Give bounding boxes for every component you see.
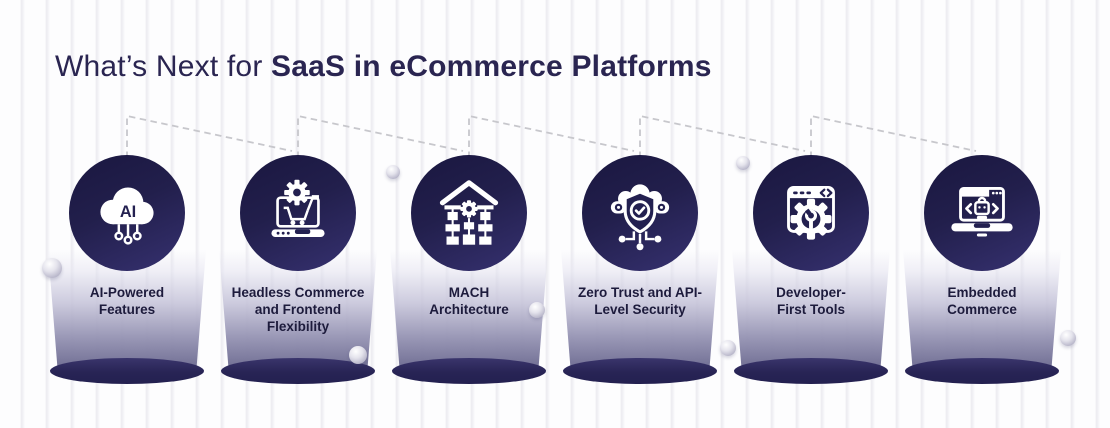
item-label-line: Developer-	[776, 285, 846, 300]
card-base-ellipse	[563, 358, 717, 384]
sphere-decoration	[386, 165, 400, 179]
card-base-ellipse	[50, 358, 204, 384]
item-label: Headless Commerce and Frontend Flexibili…	[219, 284, 377, 335]
mach-architecture-icon	[439, 180, 499, 245]
page-title: What’s Next for SaaS in eCommerce Platfo…	[55, 50, 712, 84]
embedded-commerce-icon	[951, 187, 1013, 237]
headless-commerce-icon	[271, 179, 325, 238]
icon-circle	[924, 155, 1040, 271]
item-label-line: Architecture	[429, 302, 509, 317]
item-column-mach-architecture: MACH Architecture	[390, 0, 548, 428]
sphere-decoration	[1060, 330, 1076, 346]
title-emphasis: SaaS in eCommerce Platforms	[271, 50, 712, 83]
item-label-line: Headless Commerce	[231, 285, 365, 300]
card-base-ellipse	[905, 358, 1059, 384]
item-label: MACH Architecture	[390, 284, 548, 318]
item-label-line: MACH	[448, 285, 490, 300]
title-prefix: What’s Next for	[55, 50, 272, 83]
item-label-line: Zero Trust and API-	[577, 285, 702, 300]
item-label-line: Embedded	[947, 285, 1017, 300]
card-base-ellipse	[221, 358, 375, 384]
card-base-ellipse	[392, 358, 546, 384]
item-label-line: AI-Powered	[89, 285, 165, 300]
sphere-decoration	[349, 346, 367, 364]
item-label-line: Commerce	[947, 302, 1017, 317]
item-label-line: Level Security	[594, 302, 686, 317]
item-label-line: Flexibility	[266, 319, 330, 334]
icon-circle	[582, 155, 698, 271]
item-column-zero-trust-security: Zero Trust and API- Level Security	[561, 0, 719, 428]
icon-circle	[240, 155, 356, 271]
zero-trust-icon	[610, 184, 670, 251]
item-label: Developer- First Tools	[732, 284, 890, 318]
sphere-decoration	[529, 302, 545, 318]
item-column-ai-powered-features: AI AI-Powered Features	[48, 0, 206, 428]
sphere-decoration	[736, 156, 750, 170]
item-label: Zero Trust and API- Level Security	[561, 284, 719, 318]
item-label-line: and Frontend	[254, 302, 342, 317]
sphere-decoration	[720, 340, 736, 356]
item-label: AI-Powered Features	[48, 284, 206, 318]
item-column-embedded-commerce: Embedded Commerce	[903, 0, 1061, 428]
ai-label: AI	[120, 203, 136, 221]
item-label: Embedded Commerce	[903, 284, 1061, 318]
sphere-decoration	[42, 258, 62, 278]
card-base-ellipse	[734, 358, 888, 384]
icon-circle: AI	[69, 155, 185, 271]
icon-circle	[753, 155, 869, 271]
item-label-line: Features	[98, 302, 156, 317]
item-column-developer-first-tools: Developer- First Tools	[732, 0, 890, 428]
item-label-line: First Tools	[776, 302, 845, 317]
ai-cloud-icon: AI	[100, 187, 154, 245]
item-column-headless-commerce: Headless Commerce and Frontend Flexibili…	[219, 0, 377, 428]
developer-first-tools-icon	[787, 186, 835, 240]
icon-circle	[411, 155, 527, 271]
